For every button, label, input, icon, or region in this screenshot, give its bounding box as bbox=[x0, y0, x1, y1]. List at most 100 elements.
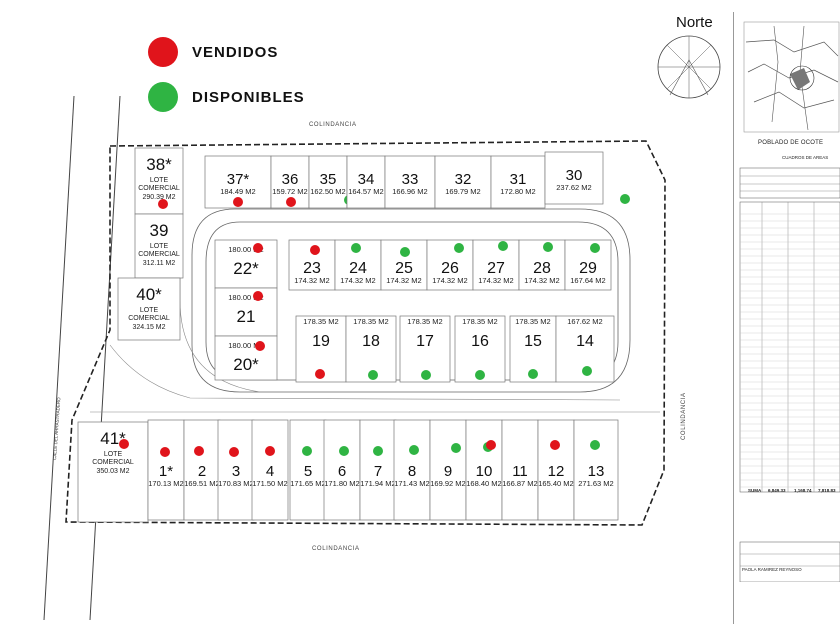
available-status-dot bbox=[339, 446, 349, 456]
lot-area: 169.92 M2 bbox=[430, 479, 465, 488]
lot-number: 23 bbox=[303, 260, 321, 277]
lot-outline bbox=[323, 419, 361, 521]
sold-status-dot bbox=[315, 369, 325, 379]
reviewer-name: PAOLA RAMIREZ REYNOSO bbox=[742, 567, 802, 572]
lot-type-label: COMERCIAL bbox=[92, 459, 134, 466]
street-line bbox=[89, 95, 121, 621]
available-status-dot bbox=[409, 445, 419, 455]
sold-status-dot bbox=[229, 447, 239, 457]
lot-area: 180.00 M2 bbox=[228, 341, 263, 350]
sold-status-dot bbox=[253, 243, 263, 253]
lot-number: 14 bbox=[576, 333, 594, 350]
lot-number: 12 bbox=[548, 463, 565, 480]
sold-status-dot bbox=[253, 291, 263, 301]
sold-status-dot bbox=[160, 447, 170, 457]
lot-area: 164.57 M2 bbox=[348, 187, 383, 196]
lot-number: 9 bbox=[444, 463, 452, 480]
legend-sold-label: VENDIDOS bbox=[192, 43, 279, 61]
area-table bbox=[739, 167, 840, 582]
sold-status-dot bbox=[255, 341, 265, 351]
lot-outline bbox=[472, 239, 520, 291]
lot-number: 18 bbox=[362, 333, 380, 350]
available-status-dot bbox=[498, 241, 508, 251]
lot-outline bbox=[501, 419, 539, 521]
lot-number: 40* bbox=[136, 285, 162, 304]
legend-available: DISPONIBLES bbox=[148, 82, 305, 112]
lot-number: 21 bbox=[237, 307, 256, 326]
lot-number: 22* bbox=[233, 259, 259, 278]
lot-number: 36 bbox=[282, 171, 299, 188]
lot-outline bbox=[393, 419, 431, 521]
lot-outline bbox=[117, 277, 181, 341]
lot-area: 167.64 M2 bbox=[570, 276, 605, 285]
lot-area: 168.40 M2 bbox=[466, 479, 501, 488]
lot-outline bbox=[134, 213, 184, 279]
lot-number: 4 bbox=[266, 463, 274, 480]
lot-number: 38* bbox=[146, 155, 172, 174]
lot-37[interactable]: 37*184.49 M2 bbox=[204, 155, 272, 209]
lot-area: 162.50 M2 bbox=[310, 187, 345, 196]
lot-number: 15 bbox=[524, 333, 542, 350]
title-panel: CUADROS DE AREAS SUMA 6,849.33 1,168.74 … bbox=[733, 12, 840, 624]
lot-number: 19 bbox=[312, 333, 330, 350]
lot-type-label: LOTE bbox=[150, 177, 169, 184]
lot-area: 174.32 M2 bbox=[386, 276, 421, 285]
lot-20[interactable]: 20*180.00 M2 bbox=[214, 335, 278, 381]
inner-road-outer bbox=[191, 208, 631, 393]
lot-number: 35 bbox=[320, 171, 337, 188]
lot-area: 178.35 M2 bbox=[407, 317, 442, 326]
lot-area: 324.15 M2 bbox=[132, 324, 165, 331]
available-status-dot bbox=[351, 243, 361, 253]
property-boundary bbox=[65, 140, 666, 526]
lot-outline bbox=[518, 239, 566, 291]
lot-type-label: COMERCIAL bbox=[128, 315, 170, 322]
available-status-dot bbox=[543, 242, 553, 252]
lot-area: 184.49 M2 bbox=[220, 187, 255, 196]
lot-1[interactable]: 1*170.13 M2 bbox=[147, 419, 185, 521]
lot-number: 6 bbox=[338, 463, 346, 480]
area-table-title: CUADROS DE AREAS bbox=[782, 155, 829, 160]
available-status-dot bbox=[421, 370, 431, 380]
road-edge bbox=[109, 344, 621, 401]
lot-area: 170.13 M2 bbox=[148, 479, 183, 488]
lot-outline bbox=[147, 419, 185, 521]
lot-22[interactable]: 22*180.00 M2 bbox=[214, 239, 278, 289]
